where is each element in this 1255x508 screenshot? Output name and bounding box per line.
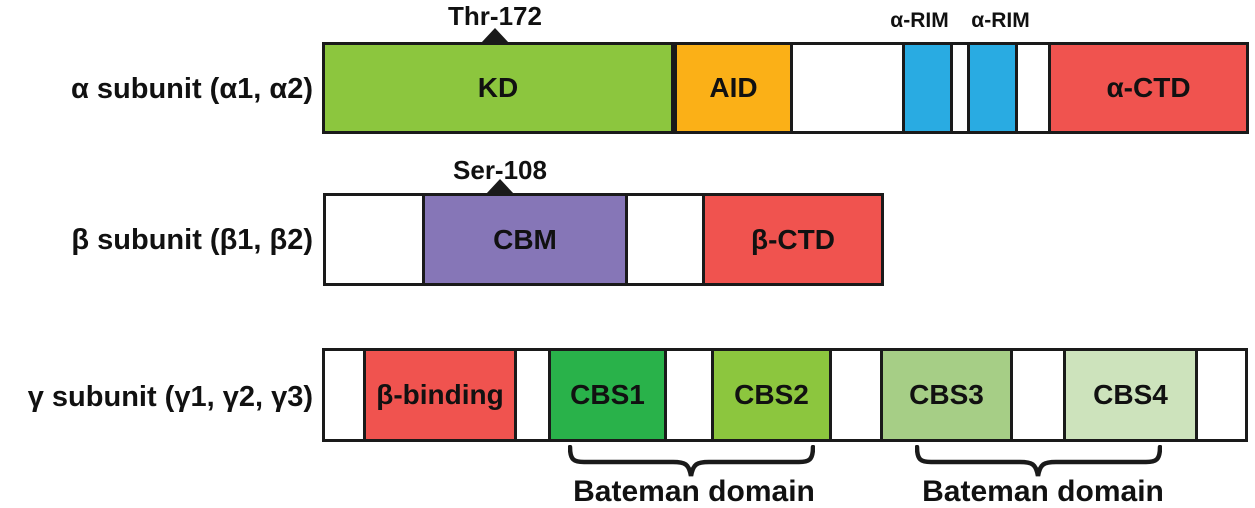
segment-cbs4: CBS4 (1063, 348, 1198, 442)
segment-alpha-ctd-label: α-CTD (1106, 72, 1191, 103)
segment-cbm: CBM (422, 193, 628, 286)
alpha-rim-label-1: α-RIM (890, 9, 949, 32)
segment-beta-binding-label: β-binding (376, 379, 504, 410)
segment-cbs3: CBS3 (880, 348, 1013, 442)
bateman-domain-label-2: Bateman domain (922, 475, 1164, 508)
segment-beta-binding: β-binding (363, 348, 517, 442)
phospho-site-marker-icon (481, 28, 509, 43)
row-label-gamma-subunit: γ subunit (γ1, γ2, γ3) (27, 381, 313, 413)
segment-cbs4-label: CBS4 (1093, 379, 1168, 410)
segment-kd-label: KD (477, 72, 519, 103)
phospho-site-label-thr172: Thr-172 (448, 1, 542, 31)
alpha-subunit-bar: KD AID α-CTD (322, 42, 1249, 134)
segment-kd: KD (322, 42, 674, 134)
bateman-domain-label-1: Bateman domain (573, 475, 815, 508)
row-label-beta-subunit: β subunit (β1, β2) (71, 224, 313, 256)
alpha-rim-label-2: α-RIM (971, 9, 1030, 32)
segment-beta-ctd-label: β-CTD (751, 223, 835, 255)
segment-aid: AID (674, 42, 793, 134)
segment-alpha-rim-1 (902, 42, 953, 134)
bateman-bracket-icon (568, 445, 815, 477)
segment-alpha-rim-2 (967, 42, 1018, 134)
segment-cbs3-label: CBS3 (909, 379, 984, 410)
phospho-site-marker-icon (486, 179, 514, 194)
segment-cbs1: CBS1 (548, 348, 667, 442)
segment-cbs2: CBS2 (711, 348, 832, 442)
segment-cbs2-label: CBS2 (734, 379, 809, 410)
segment-cbm-label: CBM (493, 223, 557, 255)
segment-beta-ctd: β-CTD (702, 193, 884, 286)
beta-subunit-bar: CBM β-CTD (323, 193, 884, 286)
segment-cbs1-label: CBS1 (570, 379, 645, 410)
segment-aid-label: AID (709, 72, 758, 103)
segment-alpha-ctd: α-CTD (1048, 42, 1249, 134)
bateman-bracket-icon (915, 445, 1162, 477)
row-label-alpha-subunit: α subunit (α1, α2) (71, 73, 313, 105)
gamma-subunit-bar: β-binding CBS1 CBS2 CBS3 CBS4 (322, 348, 1248, 442)
